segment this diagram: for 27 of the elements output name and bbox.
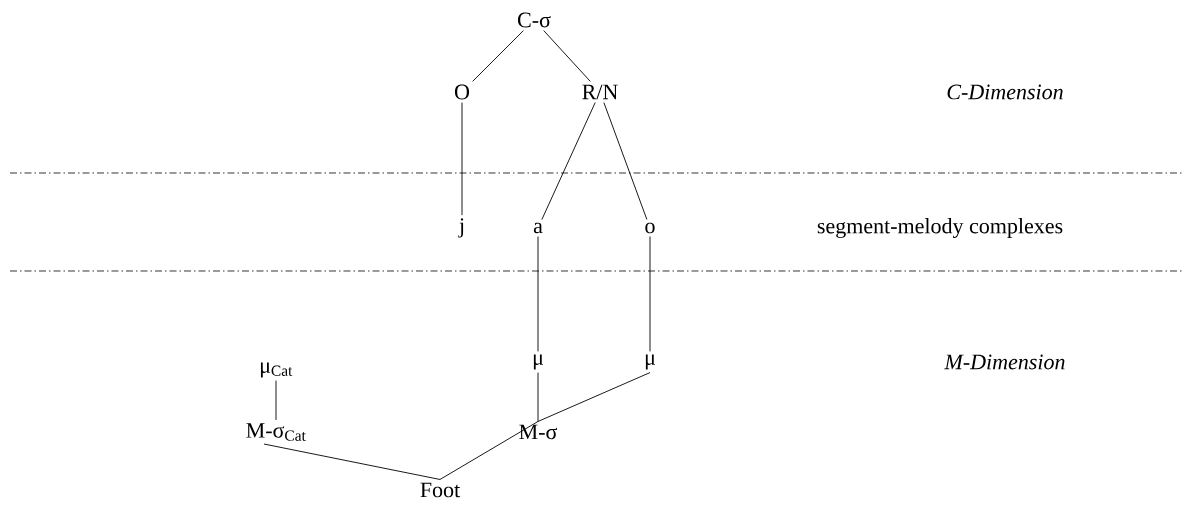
tree-label: O	[454, 84, 470, 100]
tree-line	[439, 421, 539, 480]
tree-label: o	[645, 222, 655, 234]
tree-line	[263, 443, 441, 480]
tree-line	[472, 30, 524, 82]
tree-label: j	[458, 218, 464, 238]
tree-line	[541, 102, 596, 220]
tree-label: Foot	[420, 482, 461, 498]
tree-line	[275, 380, 277, 421]
dimension-label: segment-melody complexes	[817, 218, 1063, 238]
tree-label: μ	[533, 354, 543, 370]
tree-label: μ$_{Cat}$	[260, 362, 293, 378]
tree-label: μ	[645, 354, 655, 370]
dimension-label: C-Dimension	[947, 84, 1063, 100]
tree-label: C-σ	[518, 12, 551, 28]
tree-line	[537, 372, 651, 422]
tree-line	[461, 102, 463, 216]
tree-label: R/N	[582, 84, 618, 100]
tree-label: M-σ$_{Cat}$	[246, 423, 306, 441]
tree-line	[649, 236, 651, 352]
dimension-label: M-Dimension	[944, 354, 1065, 370]
tree-label: M-σ	[519, 424, 558, 440]
tree-line	[537, 236, 539, 352]
tree-label: a	[533, 222, 543, 234]
tree-line	[537, 372, 539, 422]
tree-line	[543, 30, 591, 82]
tree-line	[603, 102, 648, 220]
